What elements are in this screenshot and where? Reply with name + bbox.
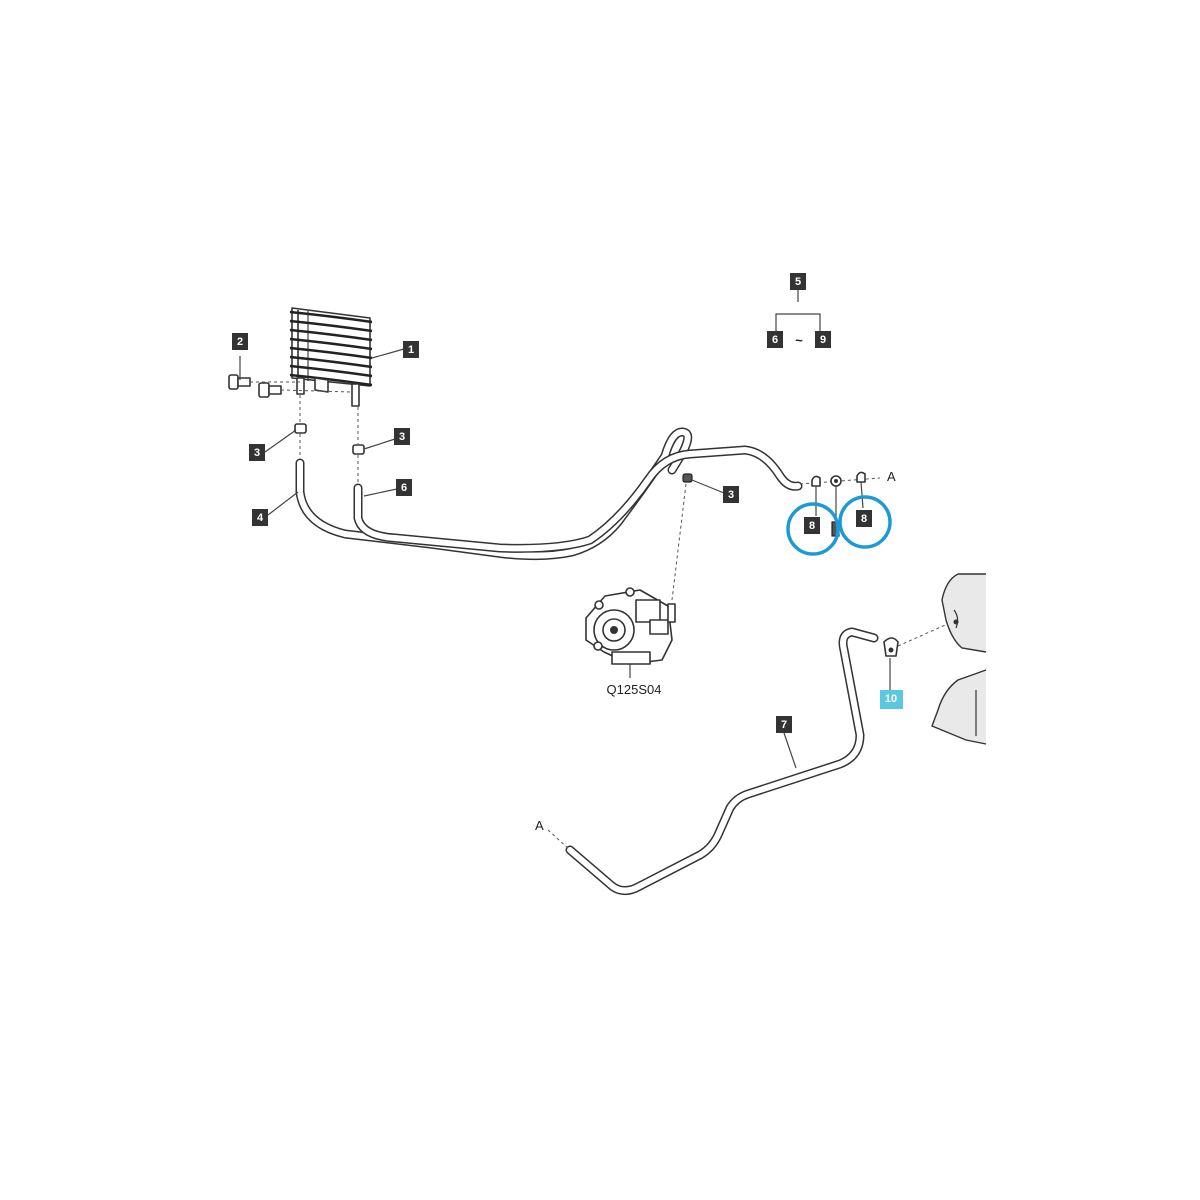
hose-clamp-1 (294, 423, 307, 434)
fuel-injection-pump (585, 587, 676, 678)
callout-1: 1 (403, 341, 419, 358)
hose-6 (353, 445, 803, 553)
pipe-7 (565, 627, 879, 896)
callout-2: 2 (232, 333, 248, 350)
callout-3-left: 3 (249, 444, 265, 461)
callout-3-right-label: 3 (728, 489, 734, 501)
callout-8-right-label: 8 (861, 513, 867, 525)
oil-cooler (289, 307, 373, 407)
engine-block (931, 573, 987, 745)
callout-9: 9 (815, 331, 831, 348)
callout-6-range-label: 6 (772, 334, 778, 346)
callout-3-center: 3 (394, 428, 410, 445)
callout-8-right: 8 (856, 510, 872, 527)
callout-3-center-label: 3 (399, 431, 405, 443)
callout-2-label: 2 (237, 336, 243, 348)
callout-8-left: 8 (804, 517, 820, 534)
hose-clamp-3 (682, 473, 693, 483)
highlight-ring-8-right (838, 495, 892, 549)
pipe-clamp-10 (883, 637, 899, 657)
callout-10: 10 (880, 690, 903, 709)
callout-6-range: 6 (767, 331, 783, 348)
hose-clip-1 (811, 475, 821, 487)
pump-part-code: Q125S04 (607, 682, 662, 697)
callout-5: 5 (790, 273, 806, 290)
callout-8-left-label: 8 (809, 520, 815, 532)
callout-5-label: 5 (795, 276, 801, 288)
callout-6-hose: 6 (396, 479, 412, 496)
callout-7-label: 7 (781, 719, 787, 731)
callout-6-hose-label: 6 (401, 482, 407, 494)
callout-4-label: 4 (257, 512, 264, 524)
callout-4: 4 (252, 509, 268, 526)
range-separator: ~ (795, 333, 803, 348)
callout-7: 7 (776, 716, 792, 733)
connection-label-a-top: A (887, 469, 896, 484)
callout-3-left-label: 3 (254, 447, 260, 459)
connection-label-a-bottom: A (535, 818, 544, 833)
banjo-fitting (830, 475, 842, 487)
callout-10-label: 10 (885, 693, 897, 705)
highlight-ring-8-left (786, 502, 840, 556)
mounting-bolt-2 (258, 382, 282, 398)
hose-clamp-2 (352, 444, 365, 455)
callout-9-label: 9 (820, 334, 826, 346)
callout-1-label: 1 (408, 344, 414, 356)
callout-3-right: 3 (723, 486, 739, 503)
hose-clip-2 (856, 471, 866, 483)
